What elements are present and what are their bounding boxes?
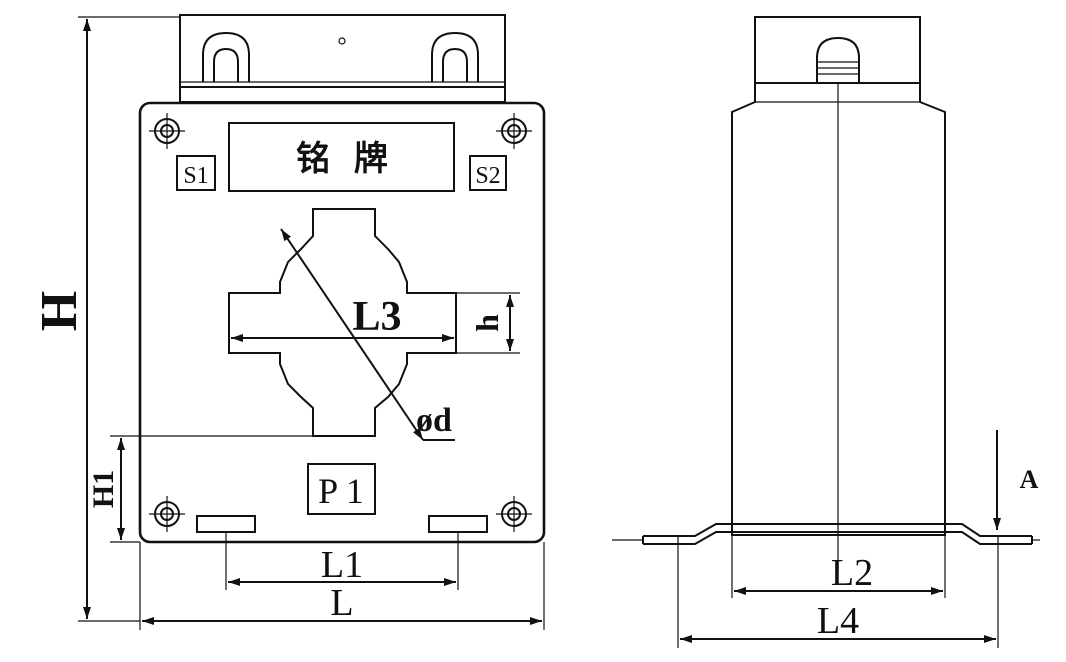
dim-label-body-width: L2: [831, 552, 873, 594]
dim-label-base-width: L4: [817, 600, 859, 642]
dim-label-height-h1: H1: [87, 470, 120, 508]
dim-label-mount-spacing: L1: [321, 544, 363, 586]
front-plate: [138, 101, 546, 544]
dim-label-window-height: h: [469, 314, 505, 332]
nameplate-frame: [228, 122, 455, 192]
mounting-hole-bottom-left: [149, 496, 185, 532]
side-base-plate: [643, 523, 1032, 537]
top-terminal-block: [179, 14, 506, 103]
dim-label-width: L: [330, 582, 353, 624]
terminal-s1-box: [176, 155, 216, 191]
front-view: 铭 牌 S1 S2 L3 ød h P 1 H: [31, 14, 546, 630]
nameplate-label: 铭 牌: [296, 139, 388, 179]
mounting-hole-top-right: [496, 113, 532, 149]
dim-line-window-diameter: [280, 228, 424, 441]
dim-label-window-diameter: ød: [416, 402, 452, 439]
terminal-s2-label: S2: [475, 163, 500, 189]
side-view: A L2 L4: [612, 16, 1040, 648]
terminal-p1-label: P 1: [318, 471, 364, 511]
mounting-hole-top-left: [149, 113, 185, 149]
view-marker-label: A: [1020, 465, 1039, 494]
terminal-p1-box: [307, 463, 376, 515]
terminal-s2-box: [469, 155, 507, 191]
terminal-s1-label: S1: [183, 163, 208, 189]
side-bolt-head: [816, 36, 860, 83]
dim-label-height: H: [31, 291, 88, 331]
dim-label-window-width: L3: [352, 294, 401, 340]
mounting-slot-left: [196, 515, 256, 533]
mounting-hole-bottom-right: [496, 496, 532, 532]
side-terminal-block: [754, 16, 921, 84]
mounting-slot-right: [428, 515, 488, 533]
